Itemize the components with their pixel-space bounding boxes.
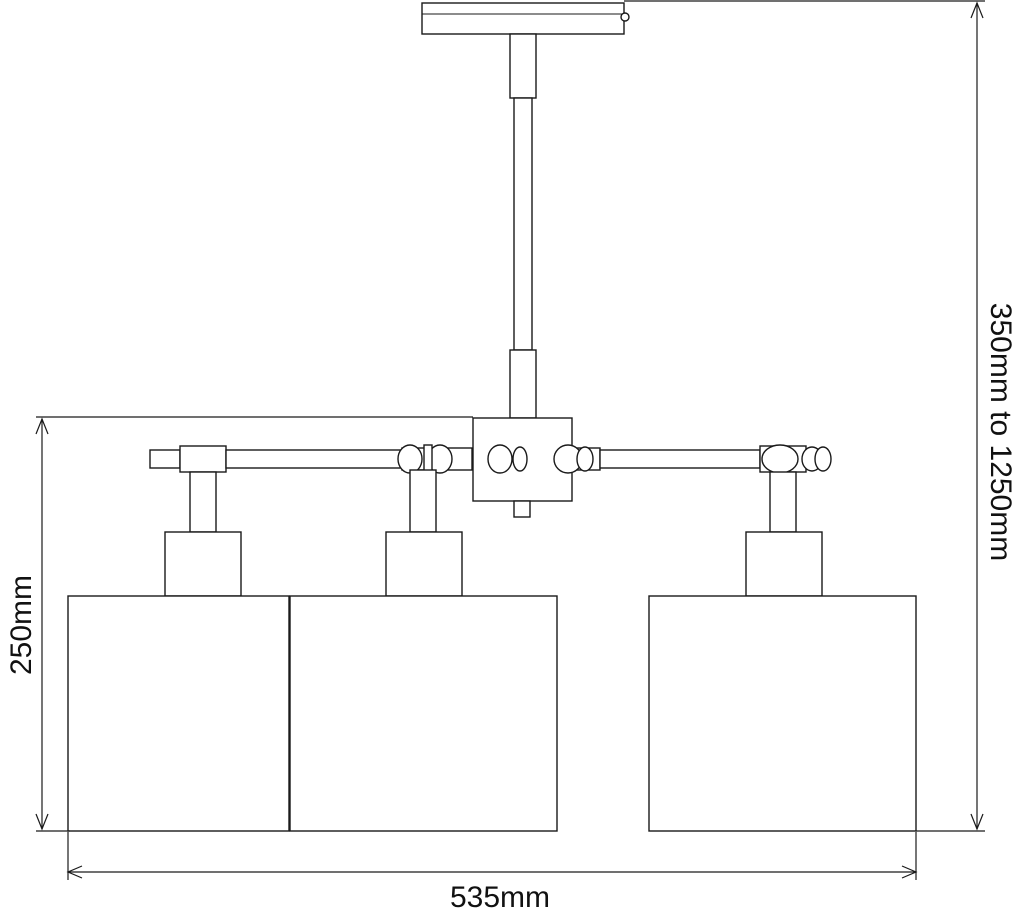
width-dimension: 535mm <box>66 832 918 914</box>
ceiling-canopy <box>421 2 630 35</box>
shade-height-dimension: 250mm <box>5 416 473 832</box>
overall-height-dimension: 350mm to 1250mm <box>624 0 1017 832</box>
lamp-center <box>289 469 558 832</box>
width-label: 535mm <box>450 881 550 914</box>
lamp-left <box>67 471 290 832</box>
shade-height-label: 250mm <box>5 575 38 675</box>
lamp-right <box>648 471 917 832</box>
overall-height-label: 350mm to 1250mm <box>984 303 1017 561</box>
suspension-rod <box>509 33 537 419</box>
left-arm <box>149 445 473 473</box>
